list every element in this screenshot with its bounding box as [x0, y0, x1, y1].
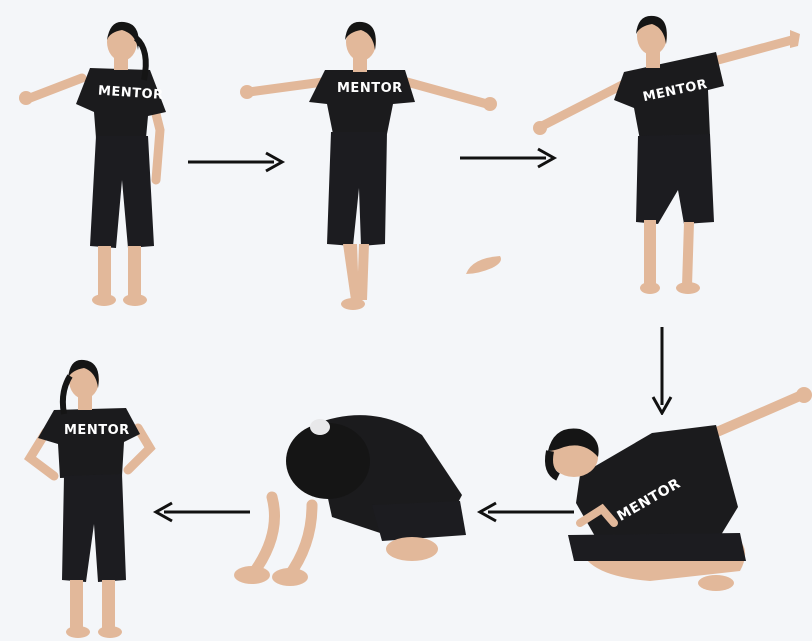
arrow-left-2: [152, 500, 252, 524]
pose-1-standing-arms-out: MENTOR: [10, 20, 180, 310]
pose-4-seated-side-bend: MENTOR: [540, 385, 810, 600]
pose-5-seated-forward-fold: [222, 405, 472, 590]
foot-fragment: [462, 250, 506, 280]
shirt-print-2: MENTOR: [337, 81, 403, 96]
shirt-print-6: MENTOR: [64, 423, 130, 438]
pose-3-one-leg-lifted: MENTOR: [528, 10, 808, 300]
pose-6-standing-hands-on-hips: MENTOR: [24, 358, 154, 641]
arrow-left-1: [476, 500, 576, 524]
